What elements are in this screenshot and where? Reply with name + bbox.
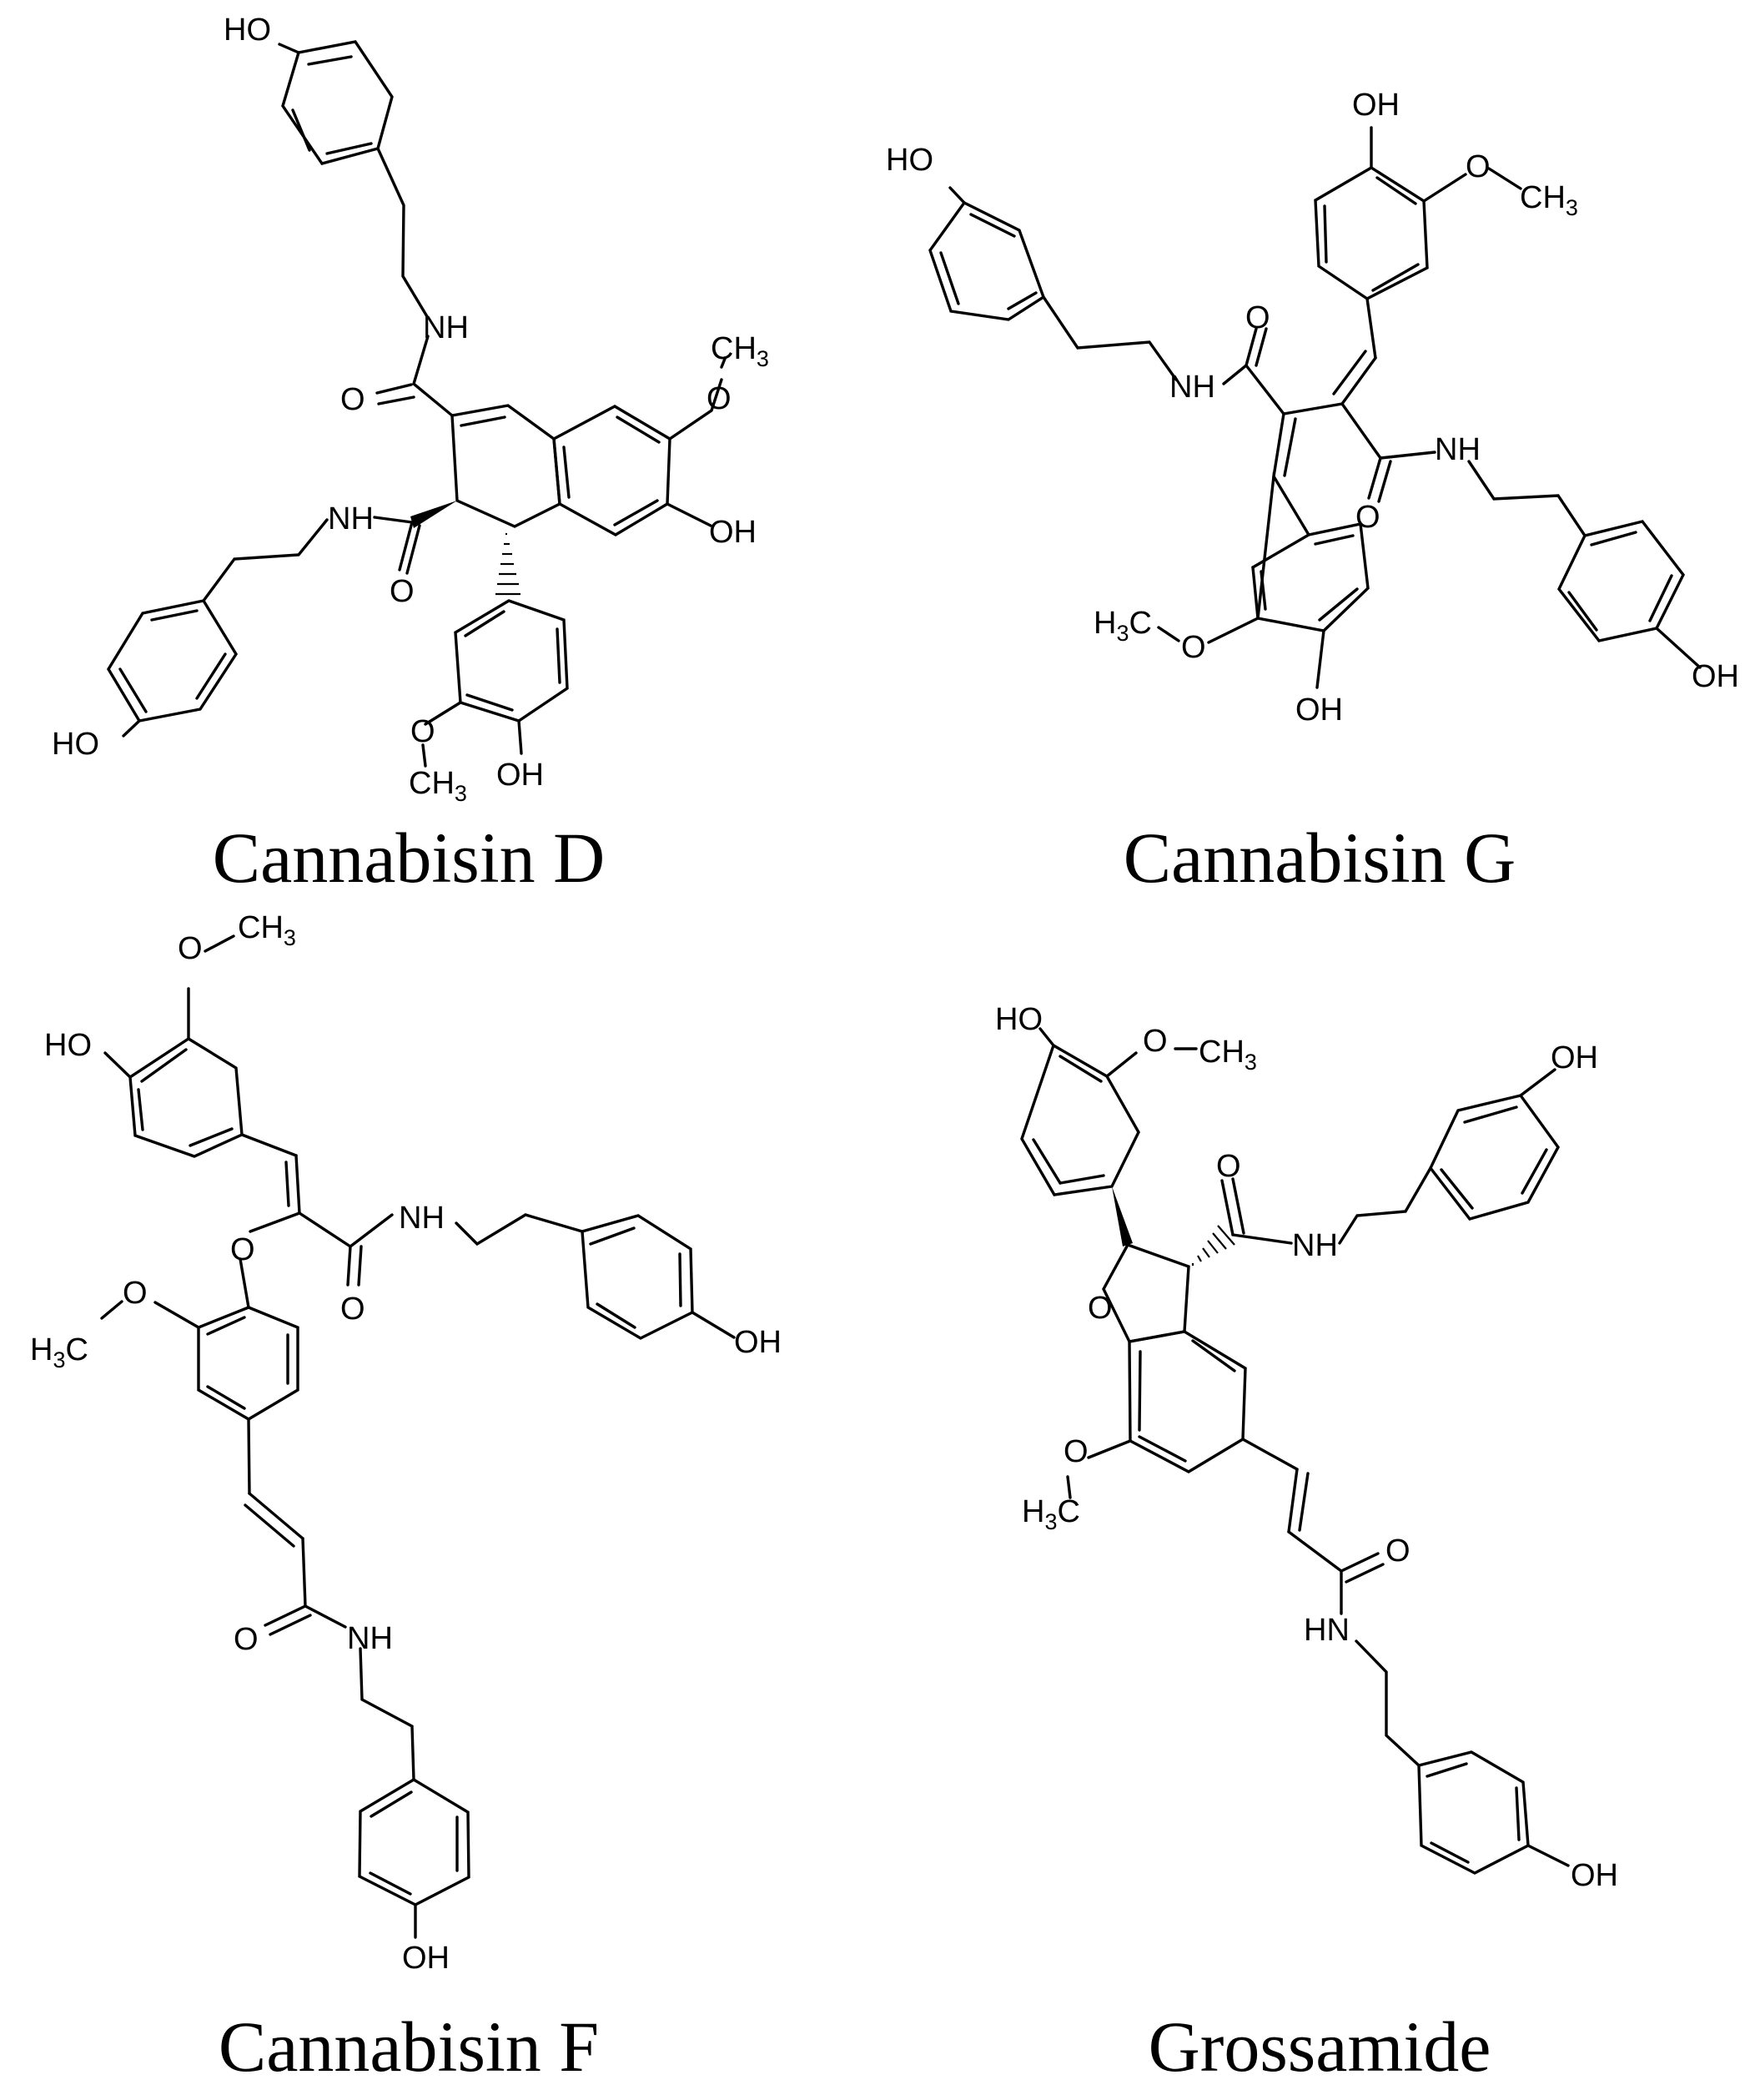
atom-label: CH3 [1199, 1035, 1257, 1075]
atom-label: OH [496, 758, 544, 793]
atom-label: NH [423, 310, 469, 345]
atom-label: OH [1692, 659, 1739, 694]
atom-label: OH [1551, 1040, 1598, 1075]
atom-label: H3C [30, 1332, 88, 1372]
atom-label: O [1385, 1533, 1411, 1569]
atom-label: O [340, 382, 365, 417]
atom-label: O [390, 574, 415, 609]
atom-label: O [1245, 300, 1270, 335]
atom-label: O [1064, 1434, 1089, 1469]
atom-label: HO [224, 13, 271, 48]
atom-label: CH3 [1520, 180, 1578, 220]
atom-label: NH [328, 501, 374, 536]
atom-label: CH3 [711, 331, 769, 371]
compound-name-cannabisin-d: Cannabisin D [212, 818, 606, 898]
atom-label: O [1216, 1149, 1241, 1184]
atom-label: OH [709, 515, 757, 550]
atom-label: CH3 [409, 766, 467, 806]
structure-cannabisin-d [107, 40, 727, 768]
atom-label: HN [1304, 1613, 1350, 1648]
atom-label: NH [1435, 432, 1481, 467]
atom-label: H3C [1022, 1494, 1080, 1534]
atom-label: HO [995, 1002, 1043, 1037]
atom-label: O [707, 381, 732, 416]
atom-label: OH [1352, 88, 1400, 123]
atom-label: O [410, 714, 435, 749]
atom-label: O [1181, 630, 1206, 665]
atom-label: O [178, 931, 203, 966]
compound-name-grossamide: Grossamide [1148, 2007, 1491, 2087]
atom-label: O [230, 1232, 255, 1267]
atom-label: OH [1295, 692, 1343, 728]
atom-label: O [1355, 500, 1380, 535]
atom-label: HO [52, 727, 99, 762]
atom-label: NH [1169, 370, 1215, 405]
atom-label: OH [402, 1941, 450, 1976]
structure-grossamide [1020, 1027, 1570, 1875]
structure-cannabisin-g [928, 126, 1702, 689]
atom-labels: HO NH O CH3 O OH NH O HO O CH3 OH HO NH … [30, 13, 1739, 1976]
atom-label: O [123, 1276, 148, 1311]
atom-label: HO [886, 143, 933, 178]
atom-label: OH [1571, 1858, 1618, 1893]
atom-label: O [1143, 1024, 1168, 1059]
structure-cannabisin-f [100, 934, 736, 1939]
compound-name-cannabisin-g: Cannabisin G [1123, 818, 1516, 898]
atom-label: HO [44, 1028, 92, 1063]
atom-label: OH [734, 1325, 782, 1360]
atom-label: NH [347, 1621, 393, 1656]
atom-label: O [1088, 1291, 1113, 1326]
atom-label: O [234, 1622, 259, 1657]
atom-label: CH3 [238, 910, 296, 950]
atom-label: NH [1292, 1228, 1338, 1263]
compound-name-cannabisin-f: Cannabisin F [218, 2007, 600, 2087]
atom-label: NH [399, 1201, 445, 1236]
atom-label: O [340, 1292, 365, 1327]
atom-label: O [1466, 149, 1491, 184]
atom-label: H3C [1094, 606, 1152, 646]
